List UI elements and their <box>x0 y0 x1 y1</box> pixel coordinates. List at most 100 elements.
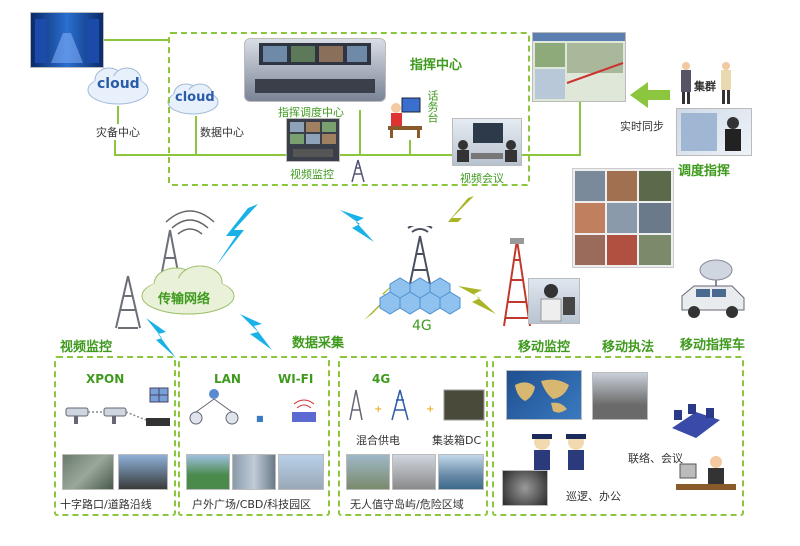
island-photo-2 <box>392 454 436 490</box>
box-xpon: XPON 十字路口/道路沿线 <box>54 356 176 516</box>
data-collection-label: 数据采集 <box>292 336 345 351</box>
4g-devices: + + <box>349 389 485 421</box>
world-map-photo <box>506 370 582 420</box>
svg-text:■: ■ <box>256 414 264 423</box>
cloud-label-left: cloud <box>97 76 140 92</box>
command-vehicle-icon <box>681 259 745 318</box>
bolt-7 <box>458 286 496 314</box>
dispatch-command-graphic <box>681 113 741 151</box>
video-monitoring-label: 视频监控 <box>60 340 113 355</box>
4g-tower-icon <box>407 226 433 285</box>
dispatch-center-label: 指挥调度中心 <box>278 106 344 119</box>
patrol-photo <box>502 470 548 506</box>
conference-graphic <box>457 123 517 162</box>
container-dc-label: 集装箱DC <box>432 434 482 447</box>
xpon-caption: 十字路口/道路沿线 <box>60 498 152 511</box>
xpon-title: XPON <box>86 372 125 386</box>
command-center-box <box>168 32 530 186</box>
street-photo <box>592 372 648 420</box>
tower-left-icon <box>115 275 141 329</box>
command-vehicle <box>676 258 748 320</box>
operator-figure <box>386 96 426 138</box>
realtime-sync-label: 实时同步 <box>620 120 664 133</box>
small-tower-icon <box>351 159 365 183</box>
box-lan-wifi: LAN WI-FI ■ 户外广场/CBD/科技园区 <box>178 356 330 516</box>
signal-arcs <box>165 210 215 235</box>
4g-hub-label: 4G <box>412 318 432 334</box>
world-map-graphic <box>515 379 569 413</box>
svg-text:+: + <box>374 404 382 415</box>
command-center-title: 指挥中心 <box>410 58 463 73</box>
island-photo-1 <box>346 454 390 490</box>
server-room-photo <box>30 12 104 68</box>
dome-camera-icon <box>189 411 203 425</box>
cloud-icon <box>87 67 149 105</box>
transport-network-label: 传输网络 <box>158 292 211 307</box>
network-cloud-icon <box>141 265 235 315</box>
dispatch-center-photo <box>244 38 386 102</box>
camera-icon <box>65 407 89 424</box>
crowd-figures <box>676 60 736 106</box>
grid-icon <box>149 387 169 403</box>
lan-title: LAN <box>214 372 241 386</box>
data-center-label: 数据中心 <box>200 126 244 139</box>
mobile-monitor-photo <box>528 278 580 324</box>
wifi-title: WI-FI <box>278 372 314 386</box>
mobile-command-vehicle-label: 移动指挥车 <box>680 338 746 353</box>
hybrid-power-label: 混合供电 <box>356 434 400 447</box>
4g-caption: 无人值守岛屿/危险区域 <box>350 498 464 511</box>
cloud-backup: cloud <box>85 62 151 106</box>
road-photo <box>118 454 168 490</box>
dome-camera-icon <box>225 411 239 425</box>
cbd-photo <box>232 454 276 490</box>
cloud-label-right: cloud <box>175 90 215 105</box>
video-wall-graphic <box>290 122 336 157</box>
office-worker-icon <box>676 456 736 490</box>
bolt-3 <box>240 314 272 350</box>
dispatch-center-graphic <box>255 43 375 93</box>
crossroad-photo <box>62 454 114 490</box>
mobile-tower-icon <box>503 238 531 327</box>
lan-wifi-caption: 户外广场/CBD/科技园区 <box>192 498 312 511</box>
video-conference-photo <box>452 118 522 166</box>
tower-top-icon <box>161 229 179 273</box>
meeting-label: 联络、会议 <box>628 452 683 465</box>
camera-icon <box>103 407 127 424</box>
police-figures-icon <box>532 434 586 470</box>
mobile-enforcement-label: 移动执法 <box>602 340 655 355</box>
transport-network-graphic <box>115 210 235 329</box>
lan-wifi-devices: ■ <box>189 389 316 425</box>
box-mobile: 联络、会议 巡逻、办公 <box>492 356 744 516</box>
mobile-monitoring-label: 移动监控 <box>518 340 571 355</box>
box-4g: 4G + + 混合供电 集装箱DC 无人值守岛屿/危险区域 <box>338 356 488 516</box>
router-icon <box>209 389 219 399</box>
switch-icon <box>146 418 170 426</box>
map-screenshot <box>532 32 626 102</box>
wifi-ap-icon <box>292 399 316 422</box>
hexagon-cluster <box>379 277 461 315</box>
4g-title: 4G <box>372 372 391 386</box>
meeting-table-icon <box>672 404 720 438</box>
operator-icon <box>388 97 422 138</box>
stadium-photo <box>186 454 230 490</box>
dispatch-command-photo <box>676 108 752 156</box>
bolt-1 <box>216 204 258 266</box>
island-photo-3 <box>438 454 484 490</box>
backup-center-label: 灾备中心 <box>96 126 140 139</box>
blue-tower-icon <box>391 389 409 421</box>
video-monitor-label: 视频监控 <box>290 168 334 181</box>
sync-arrow <box>630 82 670 108</box>
officer-graphic <box>540 284 575 322</box>
dispatch-command-title: 调度指挥 <box>678 164 731 179</box>
svg-text:+: + <box>426 404 434 415</box>
4g-hub-graphic <box>379 226 461 315</box>
scene-photo-grid <box>572 168 674 268</box>
phone-desk-label: 话务台 <box>426 90 439 123</box>
server-room-graphic <box>35 19 99 63</box>
small-tower-icon <box>349 389 363 421</box>
video-conference-label: 视频会议 <box>460 172 504 185</box>
bolt-4 <box>340 210 374 242</box>
video-monitor-photo <box>286 118 340 162</box>
scene-grid-graphic <box>575 171 671 265</box>
top-connector-lines <box>104 39 670 156</box>
